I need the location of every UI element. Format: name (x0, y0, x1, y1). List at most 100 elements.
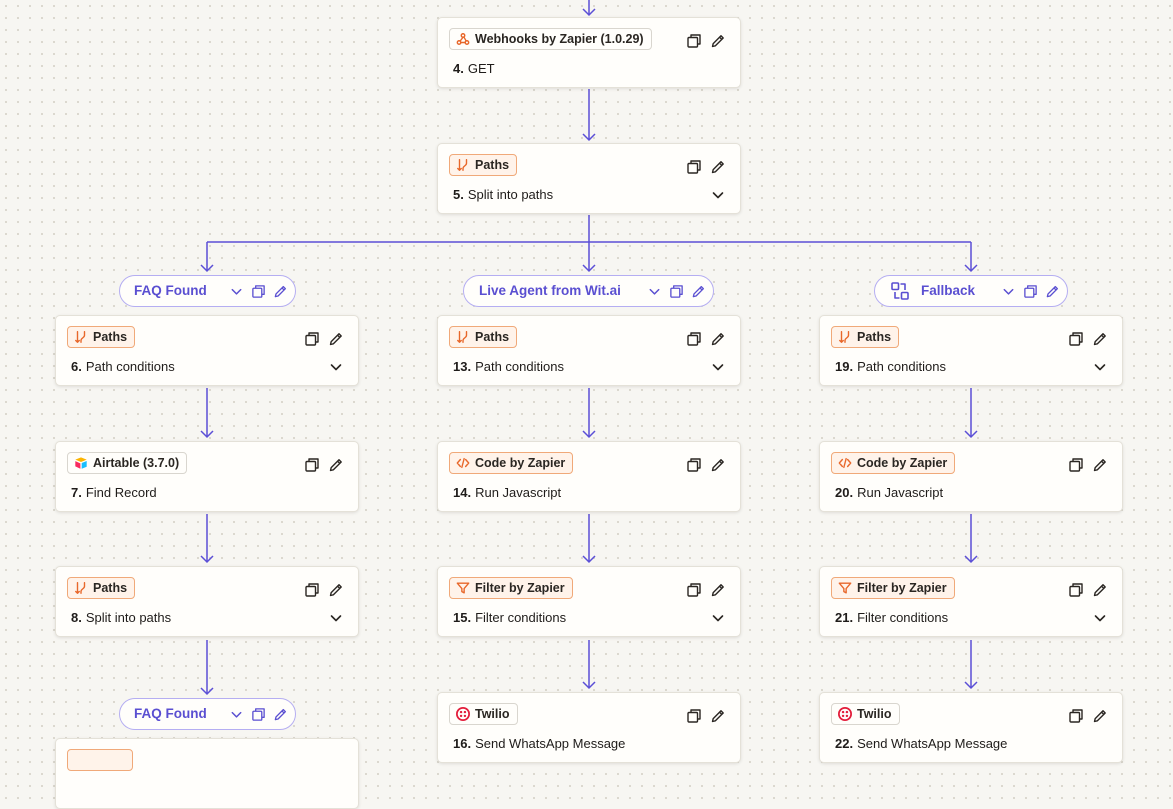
app-badge-label: Paths (475, 330, 510, 344)
app-badge-label: Paths (93, 330, 128, 344)
copy-icon[interactable] (302, 455, 322, 475)
pencil-icon[interactable] (1090, 580, 1110, 600)
app-badge-label: Airtable (3.7.0) (93, 456, 180, 470)
copy-icon[interactable] (1066, 706, 1086, 726)
step-title: 19.Path conditions (835, 359, 946, 374)
step-card[interactable]: Paths 19.Path conditions (819, 315, 1123, 386)
step-card[interactable]: Webhooks by Zapier (1.0.29)4.GET (437, 17, 741, 88)
app-badge: Code by Zapier (831, 452, 956, 474)
chevron-down-icon[interactable] (999, 282, 1017, 300)
step-card[interactable]: Code by Zapier 20.Run Javascript (819, 441, 1123, 512)
copy-icon[interactable] (684, 329, 704, 349)
copy-icon[interactable] (302, 580, 322, 600)
path-pill[interactable]: Live Agent from Wit.ai (463, 275, 714, 307)
step-name: Filter conditions (475, 610, 567, 625)
step-number: 7. (71, 485, 82, 500)
connector-arrowhead (582, 555, 596, 564)
connector-arrowhead (964, 264, 978, 273)
path-pill[interactable]: Fallback (874, 275, 1068, 307)
step-name: Find Record (85, 485, 157, 500)
path-pill[interactable]: FAQ Found (119, 698, 296, 730)
copy-icon[interactable] (1066, 329, 1086, 349)
step-card[interactable]: Paths 13.Path conditions (437, 315, 741, 386)
chevron-down-icon[interactable] (645, 282, 663, 300)
chevron-down-icon[interactable] (1090, 357, 1110, 377)
pencil-icon[interactable] (708, 455, 728, 475)
pencil-icon[interactable] (1090, 329, 1110, 349)
step-name: Path conditions (85, 359, 175, 374)
connector-arrowhead (582, 430, 596, 439)
app-badge-label: Code by Zapier (857, 456, 948, 470)
chevron-down-icon[interactable] (227, 705, 245, 723)
chevron-down-icon[interactable] (708, 185, 728, 205)
paths-icon (456, 158, 470, 172)
pencil-icon[interactable] (271, 705, 289, 723)
step-number: 6. (71, 359, 82, 374)
pencil-icon[interactable] (708, 580, 728, 600)
copy-icon[interactable] (684, 31, 704, 51)
app-badge: Code by Zapier (449, 452, 574, 474)
copy-icon[interactable] (684, 580, 704, 600)
copy-icon[interactable] (1066, 455, 1086, 475)
app-badge-label: Paths (857, 330, 892, 344)
chevron-down-icon[interactable] (708, 357, 728, 377)
chevron-down-icon[interactable] (1090, 608, 1110, 628)
path-name: FAQ Found (134, 283, 207, 298)
pencil-icon[interactable] (271, 282, 289, 300)
step-card[interactable]: Airtable (3.7.0) 7.Find Record (55, 441, 359, 512)
chevron-down-icon[interactable] (326, 357, 346, 377)
step-number: 4. (453, 61, 464, 76)
pencil-icon[interactable] (326, 455, 346, 475)
copy-icon[interactable] (684, 455, 704, 475)
pencil-icon[interactable] (708, 31, 728, 51)
step-title: 20.Run Javascript (835, 485, 943, 500)
step-title: 22.Send WhatsApp Message (835, 736, 1007, 751)
copy-icon[interactable] (302, 329, 322, 349)
step-card[interactable]: Paths 6.Path conditions (55, 315, 359, 386)
chevron-down-icon[interactable] (326, 608, 346, 628)
pencil-icon[interactable] (708, 706, 728, 726)
step-card[interactable]: Twilio 16.Send WhatsApp Message (437, 692, 741, 763)
app-badge: Twilio (449, 703, 518, 725)
pencil-icon[interactable] (1090, 706, 1110, 726)
pencil-icon[interactable] (326, 329, 346, 349)
copy-icon[interactable] (684, 157, 704, 177)
app-badge: Filter by Zapier (831, 577, 955, 599)
path-pill[interactable]: FAQ Found (119, 275, 296, 307)
app-badge-label: Code by Zapier (475, 456, 566, 470)
path-name: Live Agent from Wit.ai (479, 283, 621, 298)
copy-icon[interactable] (1066, 580, 1086, 600)
copy-icon[interactable] (249, 705, 267, 723)
path-name: Fallback (921, 283, 976, 298)
pencil-icon[interactable] (1090, 455, 1110, 475)
step-title: 16.Send WhatsApp Message (453, 736, 625, 751)
pencil-icon[interactable] (1043, 282, 1061, 300)
copy-icon[interactable] (249, 282, 267, 300)
step-card[interactable] (55, 738, 359, 809)
copy-icon[interactable] (667, 282, 685, 300)
pencil-icon[interactable] (689, 282, 707, 300)
step-name: Split into paths (85, 610, 172, 625)
connector-arrowhead (200, 264, 214, 273)
pencil-icon[interactable] (708, 157, 728, 177)
copy-icon[interactable] (1021, 282, 1039, 300)
step-title: 13.Path conditions (453, 359, 564, 374)
step-number: 14. (453, 485, 472, 500)
chevron-down-icon[interactable] (227, 282, 245, 300)
step-title: 6.Path conditions (71, 359, 175, 374)
chevron-down-icon[interactable] (708, 608, 728, 628)
step-name: Path conditions (857, 359, 946, 374)
connector-arrowhead (200, 555, 214, 564)
connector-arrowhead (582, 264, 596, 273)
pencil-icon[interactable] (326, 580, 346, 600)
pencil-icon[interactable] (708, 329, 728, 349)
paths-icon (456, 330, 470, 344)
copy-icon[interactable] (684, 706, 704, 726)
connector-arrowhead (964, 430, 978, 439)
